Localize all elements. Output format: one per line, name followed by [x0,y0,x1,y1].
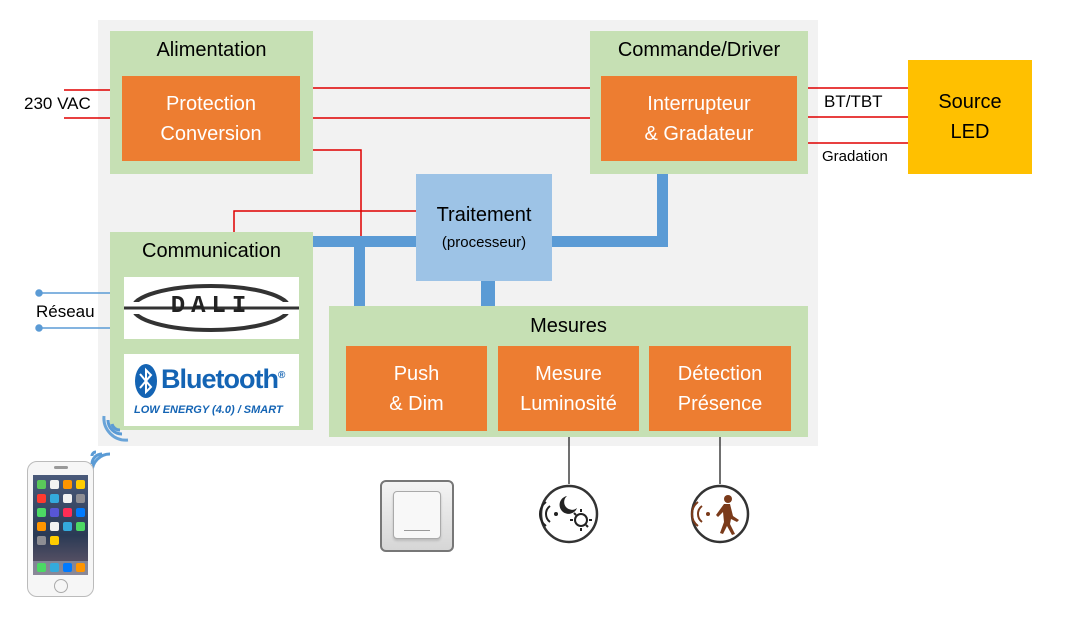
dali-logo: DALI [124,277,299,339]
dali-text: DALI [170,293,253,320]
luminosite-label: Luminosité [520,392,617,415]
bus-communication-down [354,236,365,306]
bt-tbt-label: BT/TBT [824,92,883,111]
conversion-label: Conversion [160,122,262,145]
protection-conversion-box: Protection Conversion [122,76,300,161]
bus-commande-h [552,236,668,247]
source-label: Source [938,91,1002,113]
mesure-label: Mesure [535,362,602,385]
communication-title: Communication [142,240,281,262]
source-led-box: Source LED [908,60,1032,174]
wireless-signal-icon [102,415,129,442]
push-switch-icon [380,480,454,552]
traitement-box: Traitement (processeur) [416,174,552,281]
communication-block: Communication DALI Bluetooth® LOW ENERGY… [110,232,313,430]
mesures-title: Mesures [530,315,607,337]
phone-home-button [54,579,68,593]
bluetooth-logo: Bluetooth® LOW ENERGY (4.0) / SMART [124,354,299,426]
bluetooth-icon [135,364,157,398]
interrupteur-label: Interrupteur [647,92,751,115]
commande-title: Commande/Driver [617,39,781,61]
power-wires [64,87,908,306]
wire-to-mesures [313,149,362,306]
presence-label: Présence [677,392,763,415]
sensor-stems [568,431,721,484]
protection-label: Protection [165,92,257,115]
phone-screen [33,475,88,575]
network-lines [35,289,110,332]
mesures-block: Mesures Push & Dim Mesure Luminosité Dét… [329,306,808,437]
phone-apps-icon [33,480,88,575]
mesure-luminosite-box: Mesure Luminosité [498,346,639,431]
processeur-label: (processeur) [441,234,527,251]
gradateur-label: & Gradateur [644,122,754,145]
phone-speaker [54,466,68,469]
bluetooth-reg: ® [277,370,285,381]
push-dim-box: Push & Dim [346,346,487,431]
bus-mesures [481,281,495,307]
smartphone-icon [27,461,94,597]
bus-commande-v [657,174,668,247]
dali-logo-icon [124,284,299,332]
detection-presence-box: Détection Présence [649,346,791,431]
bluetooth-subtitle: LOW ENERGY (4.0) / SMART [134,404,283,416]
push-switch-rocker [393,491,441,539]
alimentation-block: Alimentation Protection Conversion [110,31,313,174]
reseau-label: Réseau [36,302,95,321]
bluetooth-text: Bluetooth® [161,364,285,394]
light-sensor-icon [539,484,599,544]
commande-block: Commande/Driver Interrupteur & Gradateur [590,31,808,174]
interrupteur-gradateur-box: Interrupteur & Gradateur [601,76,797,161]
push-label: Push [393,362,440,385]
led-label: LED [950,121,990,143]
presence-sensor-icon [690,484,750,544]
wire-to-communication [233,210,416,238]
traitement-label: Traitement [436,204,532,226]
dim-label: & Dim [389,392,444,415]
alimentation-title: Alimentation [156,39,267,61]
detection-label: Détection [677,362,763,385]
gradation-label: Gradation [822,148,888,165]
data-buses [313,174,668,307]
vac-label: 230 VAC [24,94,91,113]
